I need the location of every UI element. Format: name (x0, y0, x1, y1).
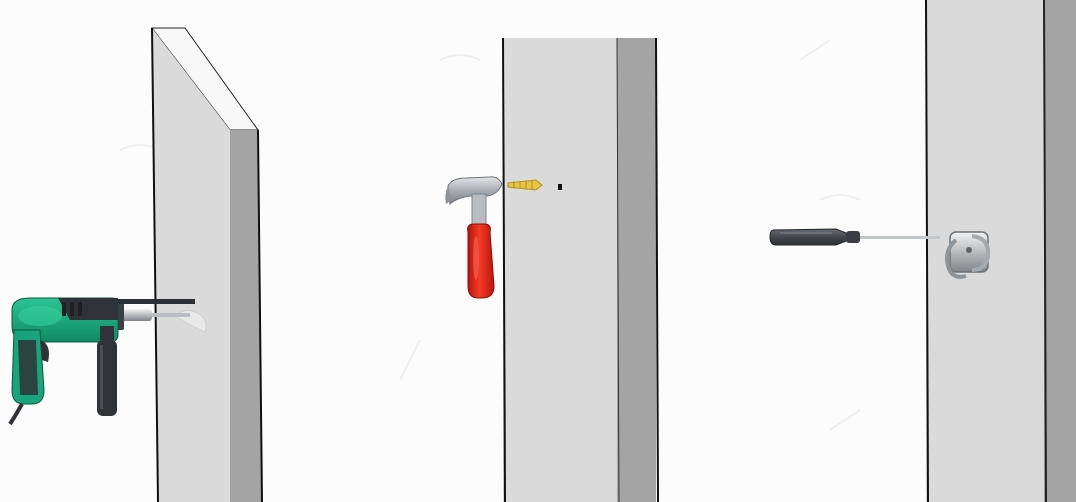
wall-side-face (617, 38, 656, 502)
panel-step-1-drill (10, 28, 262, 502)
hammer-icon (445, 177, 502, 298)
panel-step-2-hammer (445, 38, 658, 502)
drilled-hole (558, 184, 562, 190)
wall-side-face (230, 130, 262, 502)
wall-front-face (503, 38, 617, 502)
wall-hook-icon (947, 232, 988, 277)
wall-side-face (1044, 0, 1076, 502)
panel-step-3-screwdriver (770, 0, 1076, 502)
screwdriver-icon (770, 229, 940, 245)
